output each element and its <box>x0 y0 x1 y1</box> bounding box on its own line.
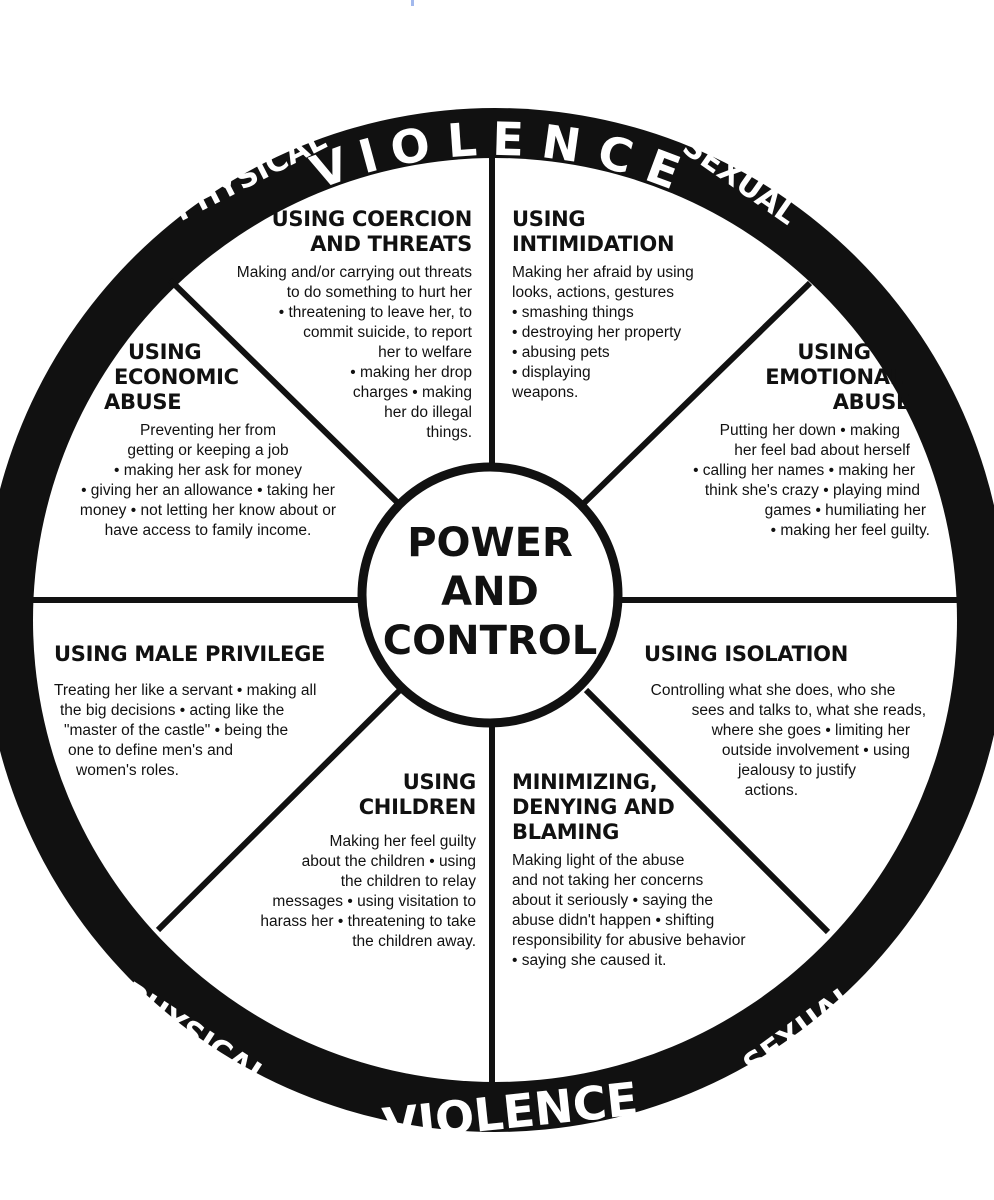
segment-body: Preventing her from getting or keeping a… <box>79 422 337 539</box>
segment-title: USING MALE PRIVILEGE <box>54 642 326 666</box>
scan-mark <box>411 0 414 6</box>
segment-body: Treating her like a servant • making all… <box>54 682 317 779</box>
segment-title: USING EMOTIONAL ABUSE <box>765 340 910 414</box>
spokes <box>25 150 968 1088</box>
segment-minimizing-denying-blaming: MINIMIZING, DENYING AND BLAMING Making l… <box>512 770 802 971</box>
center-line2: AND <box>441 569 539 615</box>
center-line1: POWER <box>407 520 573 566</box>
spoke-upper-right <box>579 280 813 508</box>
segment-title: MINIMIZING, DENYING AND BLAMING <box>512 770 675 844</box>
segment-title: USING ISOLATION <box>644 642 848 666</box>
segment-title: USING CHILDREN <box>358 770 477 819</box>
segment-using-children: USING CHILDREN Making her feel guilty ab… <box>200 770 476 952</box>
segment-body: Making her feel guilty about the childre… <box>260 833 476 950</box>
segment-title: USING COERCION AND THREATS <box>271 207 473 256</box>
segment-body: Putting her down • making her feel bad a… <box>693 422 930 539</box>
segment-body: Making light of the abuse and not taking… <box>512 852 746 969</box>
center-hub <box>357 462 623 728</box>
segment-economic-abuse: USING ECONOMIC ABUSE Preventing her from… <box>50 340 366 541</box>
segment-title: USING INTIMIDATION <box>512 207 675 256</box>
segment-isolation: USING ISOLATION Controlling what she doe… <box>620 642 926 801</box>
segment-emotional-abuse: USING EMOTIONAL ABUSE Putting her down •… <box>638 340 930 541</box>
center-line3: CONTROL <box>383 618 597 664</box>
segment-coercion-threats: USING COERCION AND THREATS Making and/or… <box>196 207 473 443</box>
spoke-lower-left <box>155 687 403 933</box>
segment-body: Making and/or carrying out threats to do… <box>236 264 472 441</box>
segment-male-privilege: USING MALE PRIVILEGE Treating her like a… <box>54 642 364 781</box>
segment-body: Controlling what she does, who she sees … <box>650 682 926 799</box>
spoke-upper-left <box>167 277 403 508</box>
segment-title: USING ECONOMIC ABUSE <box>104 340 239 414</box>
segment-body: Making her afraid by using looks, action… <box>512 264 694 401</box>
segment-intimidation: USING INTIMIDATION Making her afraid by … <box>512 207 772 403</box>
spoke-lower-right <box>583 687 831 935</box>
